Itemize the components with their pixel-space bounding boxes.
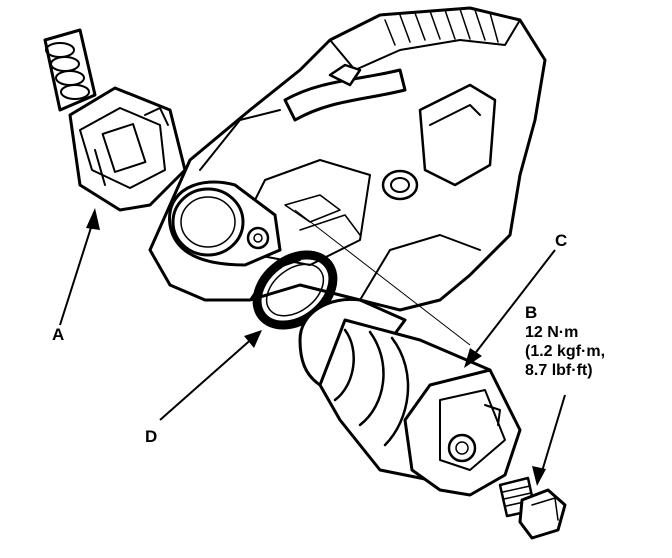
arrowhead-b bbox=[532, 466, 546, 486]
label-c: C bbox=[555, 231, 567, 250]
torque-lbf: 8.7 lbf·ft) bbox=[525, 362, 593, 379]
label-a: A bbox=[52, 325, 64, 344]
arrowhead-c bbox=[464, 348, 482, 368]
arrowhead-a bbox=[86, 208, 100, 230]
mounting-bolt bbox=[498, 476, 567, 540]
torque-value: 12 N·m bbox=[525, 324, 578, 341]
engine-housing bbox=[148, 6, 547, 312]
sensor-body bbox=[298, 297, 522, 497]
callouts: A C D B 12 N·m (1.2 kgf·m, 8.7 lbf·ft) bbox=[52, 231, 605, 446]
mounting-bore bbox=[168, 180, 282, 267]
torque-kgf: (1.2 kgf·m, bbox=[525, 343, 605, 360]
arrowhead-d bbox=[244, 330, 262, 348]
label-b: B bbox=[525, 303, 537, 322]
label-d: D bbox=[145, 427, 157, 446]
harness-connector bbox=[43, 28, 187, 212]
leader-lines bbox=[59, 208, 566, 486]
hatching bbox=[384, 8, 499, 46]
